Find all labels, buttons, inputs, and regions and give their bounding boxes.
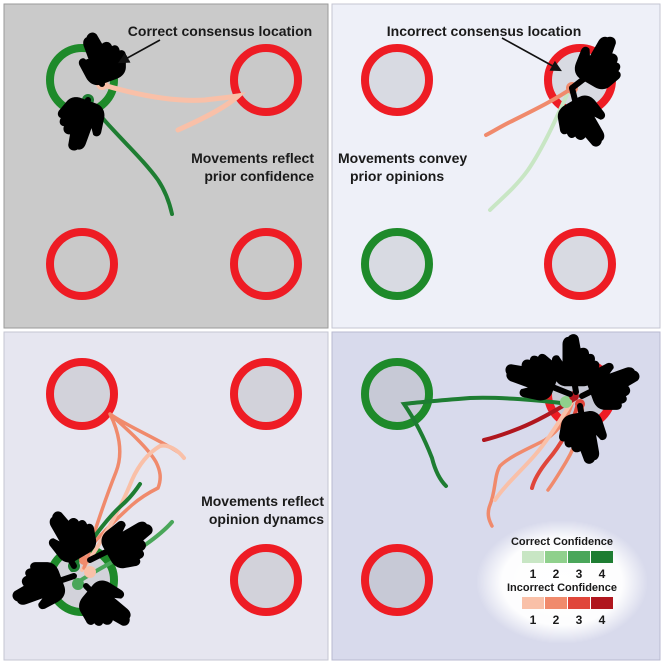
legend-incorrect-swatch-1 — [522, 597, 544, 609]
legend-incorrect-title: Incorrect Confidence — [507, 582, 617, 594]
caption-line2: prior opinions — [350, 168, 444, 184]
legend-correct-swatch-3 — [568, 551, 590, 563]
trajectory-correct-1 — [488, 86, 572, 212]
legend-correct-swatch-2 — [545, 551, 567, 563]
legend-incorrect-swatches — [522, 597, 613, 609]
legend-correct-level-4: 4 — [599, 567, 606, 581]
trajectory-correct-4 — [400, 395, 570, 488]
incorrect-target-ring — [46, 228, 118, 300]
legend-incorrect-level-4: 4 — [599, 613, 606, 627]
incorrect-target-ring — [46, 358, 118, 430]
trajectory-incorrect-1 — [493, 400, 574, 502]
incorrect-target-ring — [230, 44, 302, 116]
annotation-label: Correct consensus location — [128, 23, 312, 39]
legend-correct-swatch-1 — [522, 551, 544, 563]
panel-bottom-left: Movements reflect opinion dynamcs — [3, 331, 329, 661]
caption-line1: Movements convey — [338, 150, 467, 166]
incorrect-target-ring — [230, 228, 302, 300]
trajectory-incorrect-4 — [482, 396, 578, 442]
correct-target-ring — [361, 228, 433, 300]
caption-line1: Movements reflect — [201, 493, 324, 509]
caption-line1: Movements reflect — [191, 150, 314, 166]
cursor-dot — [79, 555, 89, 565]
incorrect-target-ring — [230, 544, 302, 616]
legend-correct-level-1: 1 — [530, 567, 537, 581]
legend-correct-swatch-4 — [591, 551, 613, 563]
legend-incorrect-level-2: 2 — [553, 613, 560, 627]
cursor-dot — [72, 578, 84, 590]
legend-incorrect-level-3: 3 — [576, 613, 583, 627]
legend-correct-swatches — [522, 551, 613, 563]
confidence-legend: Correct Confidence 1 2 3 4 Incorrect Confid… — [476, 520, 648, 644]
legend-incorrect-swatch-2 — [545, 597, 567, 609]
incorrect-target-ring — [361, 44, 433, 116]
trajectory-incorrect-2 — [486, 394, 576, 528]
legend-correct-level-2: 2 — [553, 567, 560, 581]
trajectory-incorrect-1 — [97, 81, 246, 133]
legend-incorrect-level-1: 1 — [530, 613, 537, 627]
caption-line2: opinion dynamcs — [209, 511, 324, 527]
cursor-dot — [84, 566, 96, 578]
legend-incorrect-numbers: 1 2 3 4 — [530, 613, 606, 627]
legend-incorrect-swatch-3 — [568, 597, 590, 609]
incorrect-target-ring — [544, 228, 616, 300]
incorrect-target-ring — [230, 358, 302, 430]
panel-bottom-right: Correct Confidence 1 2 3 4 Incorrect Confid… — [331, 331, 661, 661]
panel-top-left: Correct consensus location Movements ref… — [3, 3, 329, 329]
legend-correct-title: Correct Confidence — [511, 536, 613, 548]
legend-correct-numbers: 1 2 3 4 — [530, 567, 606, 581]
panel-top-right: Incorrect consensus location Movements c… — [331, 3, 661, 329]
trajectory-correct-4 — [86, 98, 174, 216]
cursor-dot — [560, 396, 572, 408]
annotation-label: Incorrect consensus location — [387, 23, 582, 39]
trajectory-incorrect-2 — [70, 412, 180, 570]
trajectory-incorrect-2 — [484, 86, 574, 137]
caption-line2: prior confidence — [204, 168, 314, 184]
arrow-icon — [501, 37, 562, 72]
correct-target-ring — [361, 358, 433, 430]
arrow-icon — [118, 39, 161, 64]
incorrect-target-ring — [361, 544, 433, 616]
legend-incorrect-swatch-4 — [591, 597, 613, 609]
legend-correct-level-3: 3 — [576, 567, 583, 581]
